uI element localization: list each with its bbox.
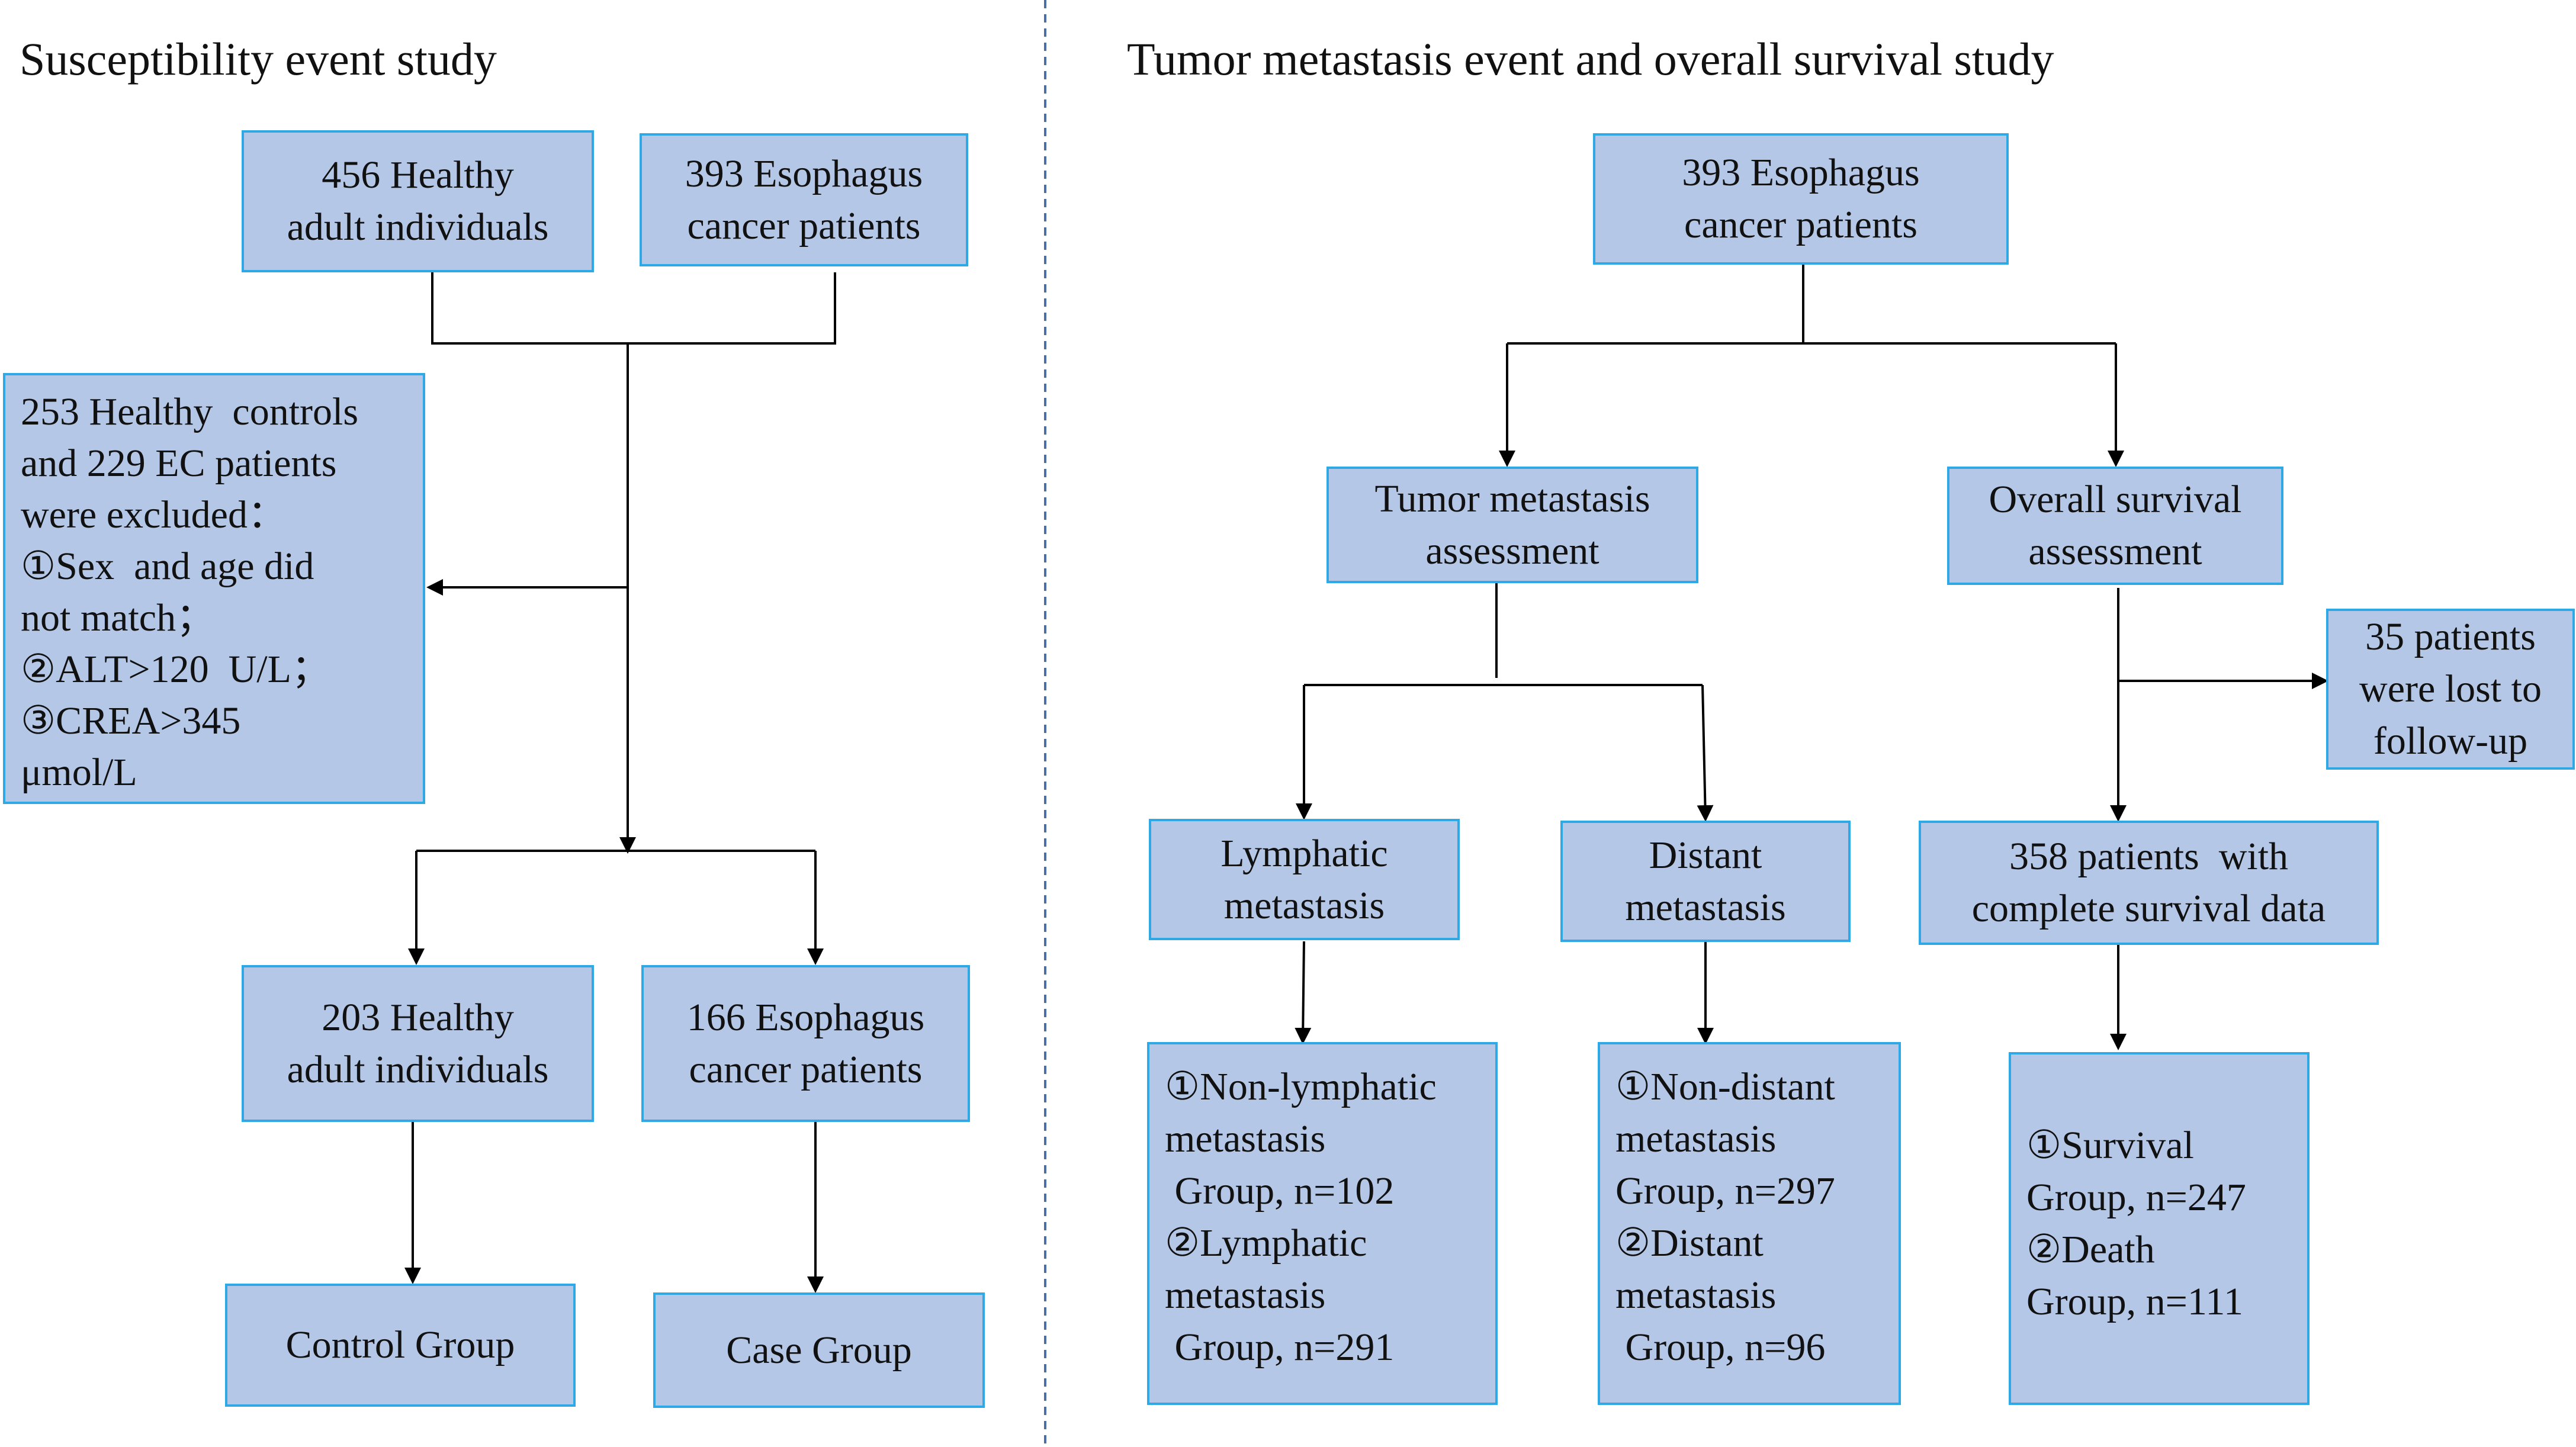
box-text-line: ①Sex and age did — [21, 545, 314, 588]
box-text-line: cancer patients — [689, 1047, 923, 1091]
box-text-line: follow-up — [2373, 719, 2528, 763]
box-text-line: Tumor metastasis — [1374, 477, 1650, 520]
box-text-line: assessment — [2028, 530, 2202, 573]
healthy-final-box: 203 Healthy adult individuals — [242, 965, 594, 1122]
tumor-assessment-box: Tumor metastasis assessment — [1326, 467, 1698, 583]
box-text-line: metastasis — [1223, 883, 1385, 927]
lost-followup-box: 35 patients were lost to follow-up — [2326, 609, 2575, 770]
box-text-line: 203 Healthy — [322, 995, 514, 1039]
box-text-line: metastasis — [1615, 1274, 1777, 1317]
case-group-box: Case Group — [653, 1292, 985, 1408]
box-text-line: assessment — [1425, 529, 1599, 573]
box-text-line: cancer patients — [687, 204, 921, 247]
box-text-line: metastasis — [1165, 1274, 1326, 1317]
box-text-line: ③CREA>345 — [21, 699, 241, 742]
box-text-line: complete survival data — [1971, 887, 2326, 930]
right-panel-title: Tumor metastasis event and overall survi… — [1127, 33, 2054, 85]
box-text-line: and 229 EC patients — [21, 442, 337, 485]
box-text-line: were lost to — [2359, 667, 2542, 711]
box-text-line: Group, n=291 — [1165, 1326, 1395, 1369]
box-text-line: were excluded： — [21, 493, 287, 536]
box-text-line: Group, n=247 — [2026, 1176, 2246, 1219]
box-text-line: 456 Healthy — [322, 153, 514, 197]
box-text-line: 35 patients — [2365, 615, 2536, 659]
healthy-initial-box: 456 Healthy adult individuals — [242, 130, 594, 272]
connector-initial-merge — [431, 272, 836, 345]
control-group-box: Control Group — [225, 1284, 576, 1407]
box-text-line: metastasis — [1615, 1117, 1777, 1160]
ec-final-box: 166 Esophagus cancer patients — [641, 965, 970, 1122]
box-text-line: Overall survival — [1989, 478, 2242, 522]
box-text-line: μmol/L — [21, 751, 137, 794]
box-text-line: ②Distant — [1615, 1221, 1764, 1265]
exclusion-criteria-box: 253 Healthy controls and 229 EC patients… — [3, 373, 425, 804]
distant-groups-box: ①Non-distant metastasis Group, n=297 ②Di… — [1598, 1042, 1901, 1405]
box-text-line: Group, n=102 — [1165, 1169, 1395, 1213]
box-text-line: Group, n=297 — [1615, 1169, 1835, 1213]
box-text-line: Distant — [1649, 833, 1762, 877]
box-text-line: ②Lymphatic — [1165, 1221, 1367, 1265]
box-text-line: adult individuals — [287, 1047, 549, 1091]
box-text-line: 166 Esophagus — [686, 995, 925, 1039]
box-text-line: Group, n=111 — [2026, 1280, 2243, 1323]
box-text-line: adult individuals — [287, 205, 549, 249]
box-text-line: ②ALT>120 U/L； — [21, 648, 330, 691]
box-text-line: ①Non-distant — [1615, 1065, 1835, 1108]
box-text-line: metastasis — [1165, 1117, 1326, 1160]
lymphatic-metastasis-box: Lymphatic metastasis — [1149, 819, 1460, 940]
box-text-line: not match； — [21, 596, 216, 639]
box-text-line: ②Death — [2026, 1228, 2155, 1271]
box-text-line: Control Group — [285, 1323, 515, 1367]
box-text-line: metastasis — [1625, 885, 1786, 929]
box-text-line: Group, n=96 — [1615, 1326, 1826, 1369]
complete-survival-data-box: 358 patients with complete survival data — [1919, 821, 2379, 945]
ec-patients-box: 393 Esophagus cancer patients — [1593, 133, 2009, 265]
arrow-to-distant — [1697, 684, 1714, 822]
box-text-line: Lymphatic — [1220, 831, 1388, 875]
box-text-line: ①Non-lymphatic — [1165, 1065, 1437, 1108]
distant-metastasis-box: Distant metastasis — [1560, 821, 1851, 942]
box-text-line: 253 Healthy controls — [21, 390, 359, 433]
arrow-to-lymphatic-groups — [1295, 941, 1312, 1044]
box-text-line: Case Group — [726, 1328, 912, 1372]
survival-assessment-box: Overall survival assessment — [1947, 467, 2283, 585]
left-panel-title: Susceptibility event study — [20, 33, 497, 85]
survival-groups-box: ①Survival Group, n=247 ②Death Group, n=1… — [2009, 1052, 2310, 1405]
lymphatic-groups-box: ①Non-lymphatic metastasis Group, n=102 ②… — [1147, 1042, 1498, 1405]
box-text-line: ①Survival — [2026, 1124, 2194, 1167]
box-text-line: 393 Esophagus — [1682, 151, 1920, 195]
ec-initial-box: 393 Esophagus cancer patients — [640, 133, 968, 266]
box-text-line: 393 Esophagus — [685, 152, 923, 195]
box-text-line: 358 patients with — [2009, 835, 2289, 879]
box-text-line: cancer patients — [1684, 203, 1917, 246]
